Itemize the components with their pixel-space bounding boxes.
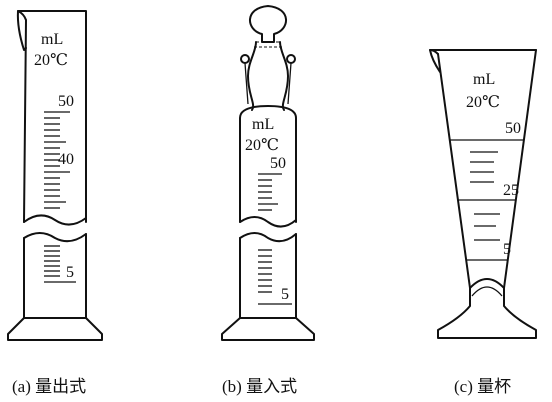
cylinder-a-break-top: [23, 214, 87, 226]
cylinder-b-clip-left: [240, 54, 250, 64]
cylinder-b-break-top: [239, 216, 297, 228]
beaker-c-mark-5: 5: [503, 241, 511, 258]
cylinder-a-graduations-lower: [44, 245, 76, 283]
cylinder-b-foot: [221, 317, 315, 341]
cylinder-b: mL 20℃ 50 5: [221, 5, 315, 341]
caption-a: (a) 量出式: [12, 377, 87, 396]
cylinder-b-graduations-upper: [258, 173, 282, 211]
cylinder-a-mark-40: 40: [58, 151, 74, 168]
beaker-c-unit-label: mL: [473, 71, 495, 88]
beaker-c-mark-50: 50: [505, 120, 521, 137]
cylinder-a-lower-body: [23, 233, 87, 319]
beaker-c-mark-25: 25: [503, 182, 519, 199]
cylinder-b-clip-right: [286, 54, 296, 64]
beaker-c-spout: [429, 49, 441, 73]
cylinder-b-lower-body: [239, 233, 297, 319]
caption-b: (b) 量入式: [222, 377, 298, 396]
cylinder-a-break-bottom: [23, 232, 87, 243]
cylinder-a-unit-label: mL: [41, 31, 63, 48]
cylinder-a: mL 20℃ 50 40 5: [7, 10, 103, 341]
beaker-c-temperature-label: 20℃: [466, 94, 500, 111]
cylinder-b-graduations-lower: [258, 249, 292, 305]
cylinder-a-graduations-upper: [44, 111, 70, 209]
cylinder-b-neck: [247, 41, 289, 111]
cylinder-b-temperature-label: 20℃: [245, 137, 279, 154]
cylinder-b-unit-label: mL: [252, 116, 274, 133]
cylinder-a-temperature-label: 20℃: [34, 52, 68, 69]
beaker-c-walls: [437, 49, 537, 289]
cylinder-a-mark-50: 50: [58, 93, 74, 110]
beaker-c-graduations: [450, 139, 524, 261]
cylinder-b-break-bottom: [239, 232, 297, 243]
beaker-c-foot: [437, 287, 537, 339]
cylinder-a-spout: [16, 10, 27, 51]
cylinder-b-mark-50: 50: [270, 155, 286, 172]
beaker-c-bottom: [469, 278, 505, 289]
beaker-c: mL 20℃ 50 25 5: [429, 49, 537, 339]
cylinder-a-foot: [7, 317, 103, 341]
cylinder-a-mark-5: 5: [66, 264, 74, 281]
cylinder-b-mark-5: 5: [281, 286, 289, 303]
caption-c: (c) 量杯: [454, 377, 512, 396]
cylinder-b-upper-body: [239, 105, 297, 223]
cylinder-b-clip-wires: [244, 62, 292, 105]
cylinder-b-stopper: [249, 5, 287, 43]
beaker-c-bottom-inner: [471, 286, 503, 297]
beaker-c-rim: [429, 49, 537, 55]
